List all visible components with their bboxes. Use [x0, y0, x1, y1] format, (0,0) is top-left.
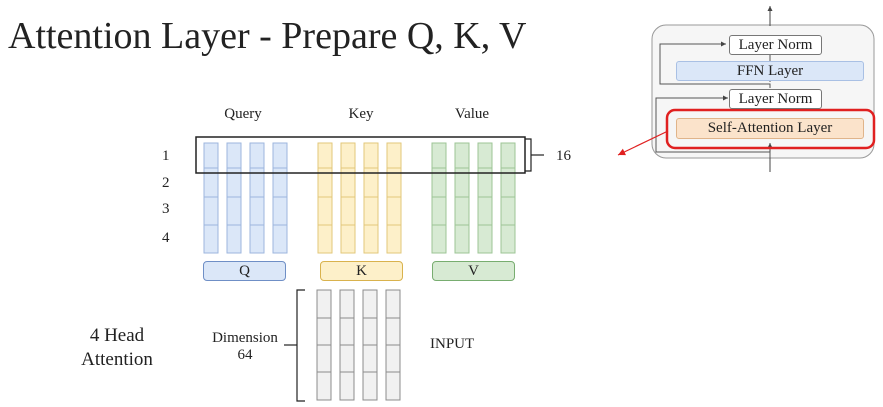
- value-vector-1: [431, 142, 447, 254]
- k-matrix-label: K: [320, 261, 403, 281]
- bracket-size-label: 16: [556, 148, 571, 164]
- layer-norm-mid: Layer Norm: [729, 89, 822, 109]
- key-vector-2: [340, 142, 356, 254]
- key-header: Key: [348, 106, 374, 122]
- head-label: 4 Head Attention: [81, 324, 153, 372]
- value-vector-2: [454, 142, 470, 254]
- row-number-2: 2: [162, 175, 170, 191]
- dimension-label: Dimension 64: [212, 330, 278, 364]
- head-label-line2: Attention: [81, 349, 153, 370]
- dimension-label-text: Dimension: [212, 330, 278, 346]
- layer-norm-top: Layer Norm: [729, 35, 822, 55]
- row-number-1: 1: [162, 148, 170, 164]
- query-header: Query: [224, 106, 262, 122]
- residual-path-bottom: [655, 95, 771, 158]
- v-matrix-label: V: [432, 261, 515, 281]
- value-vector-3: [477, 142, 493, 254]
- dimension-value: 64: [237, 347, 253, 363]
- query-vector-4: [272, 142, 288, 254]
- row-bracket: [525, 138, 532, 172]
- row-number-3: 3: [162, 201, 170, 217]
- key-vector-4: [386, 142, 402, 254]
- query-vector-2: [226, 142, 242, 254]
- query-vector-3: [249, 142, 265, 254]
- value-header: Value: [454, 106, 490, 122]
- key-vector-1: [317, 142, 333, 254]
- input-label: INPUT: [430, 336, 475, 352]
- query-vector-1: [203, 142, 219, 254]
- head-label-line1: 4 Head: [89, 325, 145, 346]
- row-highlight-box: [195, 136, 526, 174]
- q-matrix-label: Q: [203, 261, 286, 281]
- page-title: Attention Layer - Prepare Q, K, V: [8, 15, 527, 57]
- self-attention-highlight: [665, 108, 876, 150]
- highlight-pointer-arrow: [617, 130, 669, 156]
- ffn-layer: FFN Layer: [676, 61, 864, 81]
- dimension-bracket: [296, 289, 305, 402]
- row-number-4: 4: [162, 230, 170, 246]
- value-vector-4: [500, 142, 516, 254]
- self-attention-layer: Self-Attention Layer: [676, 118, 864, 139]
- key-vector-3: [363, 142, 379, 254]
- residual-path-top: [659, 41, 771, 88]
